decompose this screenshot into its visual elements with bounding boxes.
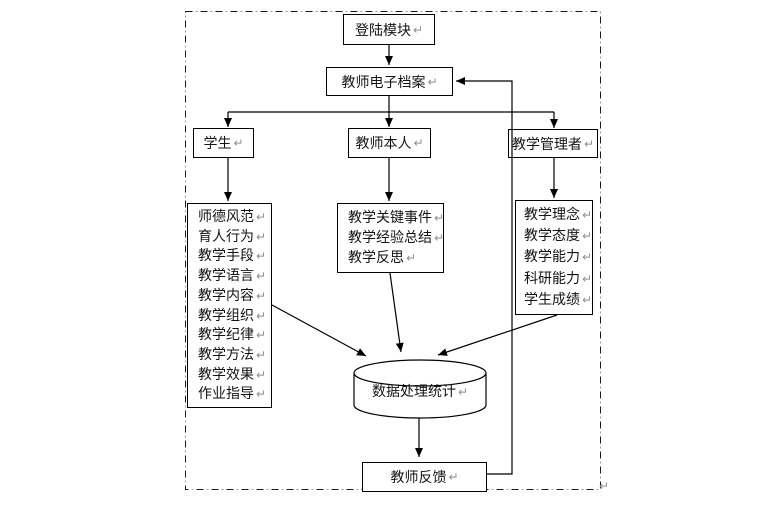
- return-mark: ↵: [582, 208, 593, 222]
- node-login-module: 登陆模块↵: [343, 14, 435, 45]
- return-mark: ↵: [599, 479, 610, 493]
- return-mark: ↵: [448, 470, 459, 484]
- node-label: 教师反馈: [390, 470, 447, 486]
- node-student: 学生↵: [193, 128, 254, 158]
- return-mark: ↵: [582, 271, 593, 286]
- node-label: 教师本人: [355, 136, 412, 152]
- return-mark: ↵: [406, 251, 417, 265]
- list-item: 教学反思↵: [348, 250, 417, 266]
- return-mark: ↵: [256, 210, 267, 224]
- list-item: 教学手段↵: [198, 248, 267, 265]
- list-teacher-self-items: 教学关键事件↵ 教学经验总结↵ 教学反思↵: [337, 203, 444, 273]
- return-mark: ↵: [256, 269, 267, 284]
- return-mark: ↵: [434, 211, 445, 225]
- return-mark: ↵: [457, 385, 469, 399]
- return-mark: ↵: [256, 387, 267, 402]
- return-mark: ↵: [582, 229, 593, 244]
- node-label: 教师电子档案: [341, 74, 426, 91]
- list-item: 教学态度↵: [524, 228, 593, 245]
- return-mark: ↵: [413, 136, 424, 150]
- list-item: 教学经验总结↵: [348, 230, 445, 246]
- list-item: 教学方法↵: [198, 346, 267, 363]
- list-item: 教学组织↵: [198, 307, 267, 324]
- return-mark: ↵: [582, 292, 593, 307]
- return-mark: ↵: [412, 22, 424, 37]
- node-label: 学生: [203, 136, 232, 152]
- list-item: 学生成绩↵: [524, 291, 593, 308]
- list-item: 教学内容↵: [198, 287, 267, 304]
- return-mark: ↵: [256, 367, 267, 382]
- list-item: 教学语言↵: [198, 268, 267, 285]
- list-item: 科研能力↵: [524, 270, 593, 287]
- return-mark: ↵: [256, 249, 267, 264]
- return-mark: ↵: [434, 231, 445, 245]
- list-item: 教学理念↵: [524, 207, 593, 223]
- list-student-evaluation-items: 师德风范↵ 育人行为↵ 教学手段↵ 教学语言↵ 教学内容↵ 教学组织↵ 教学纪律…: [187, 203, 272, 408]
- arrow-teacher-list-to-datastore: [389, 272, 404, 353]
- return-mark: ↵: [582, 250, 593, 265]
- list-item: 育人行为↵: [198, 228, 267, 245]
- list-item: 作业指导↵: [198, 386, 267, 403]
- return-mark: ↵: [256, 229, 267, 244]
- node-label: 登陆模块: [354, 22, 411, 39]
- return-mark: ↵: [427, 74, 438, 89]
- list-item: 教学关键事件↵: [348, 210, 445, 226]
- list-item: 教学效果↵: [198, 366, 267, 383]
- datastore-cylinder: [353, 359, 487, 419]
- return-mark: ↵: [256, 328, 267, 343]
- return-mark: ↵: [256, 308, 267, 323]
- return-mark: ↵: [583, 136, 595, 151]
- arrow-manager-list-to-datastore: [437, 314, 558, 356]
- list-item: 教学能力↵: [524, 249, 593, 266]
- node-datastore-label: 数据处理统计↵: [371, 384, 469, 400]
- node-teacher-archive: 教师电子档案↵: [326, 67, 453, 96]
- node-teacher-feedback: 教师反馈↵: [362, 462, 487, 492]
- list-manager-items: 教学理念↵ 教学态度↵ 教学能力↵ 科研能力↵ 学生成绩↵: [515, 200, 593, 315]
- node-label: 教学管理者: [511, 136, 582, 153]
- return-mark: ↵: [256, 288, 267, 303]
- return-mark: ↵: [256, 347, 267, 362]
- node-teaching-manager: 教学管理者↵: [508, 129, 598, 158]
- arrow-student-list-to-datastore: [271, 304, 367, 357]
- return-mark: ↵: [233, 136, 244, 150]
- list-item: 教学纪律↵: [198, 327, 267, 344]
- list-item: 师德风范↵: [198, 209, 267, 225]
- node-teacher-self: 教师本人↵: [348, 128, 431, 158]
